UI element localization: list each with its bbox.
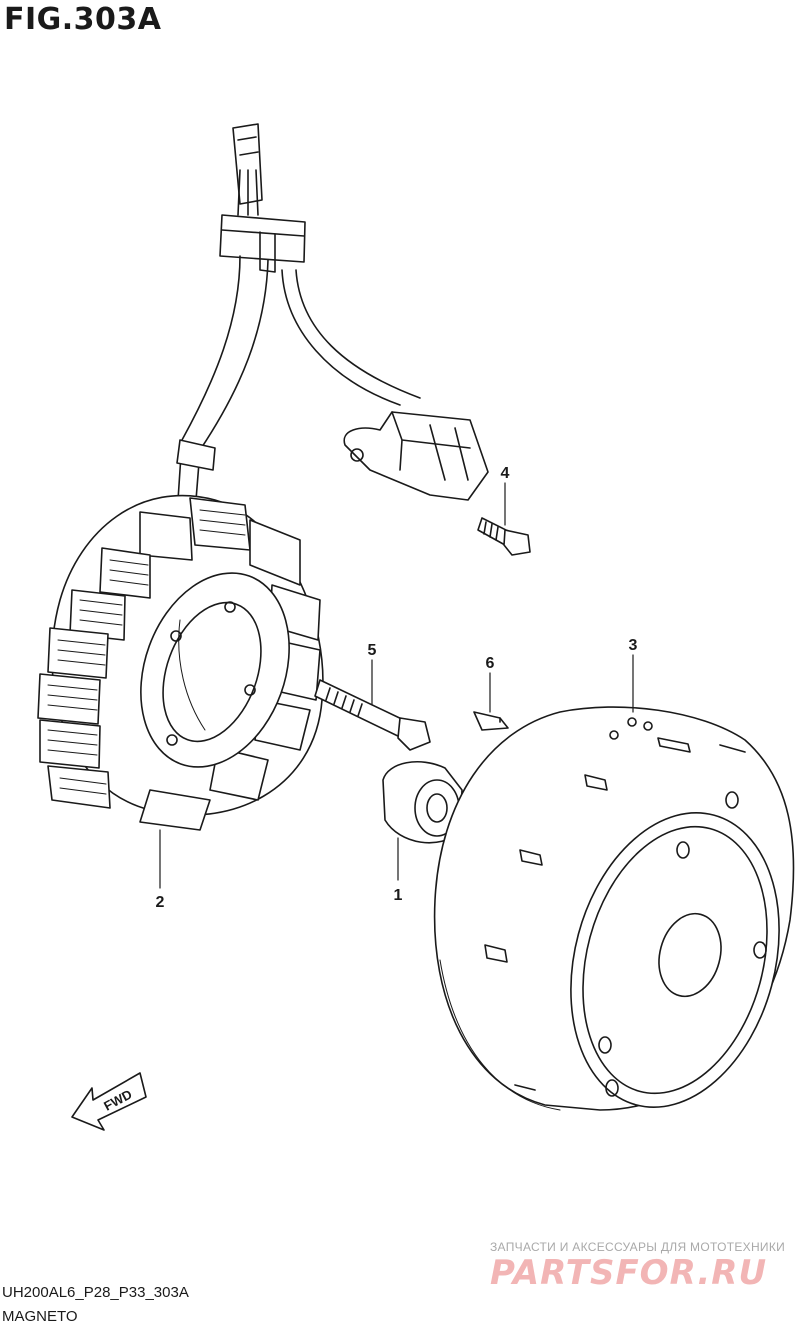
model-code: UH200AL6_P28_P33_303A <box>2 1284 189 1301</box>
key-6 <box>473 711 509 731</box>
callout-5: 5 <box>368 642 377 659</box>
callout-1: 1 <box>394 887 403 904</box>
nut-1 <box>382 760 463 844</box>
wire-harness <box>176 123 421 501</box>
fwd-arrow-icon: FWD <box>71 1072 147 1131</box>
watermark-tagline: ЗАПЧАСТИ И АКСЕССУАРЫ ДЛЯ МОТОТЕХНИКИ <box>490 1240 786 1254</box>
rotor <box>433 706 795 1111</box>
pickup-coil <box>343 411 489 501</box>
callout-2: 2 <box>156 894 165 911</box>
callout-3: 3 <box>629 637 638 654</box>
figure-title: FIG.303A <box>4 2 162 37</box>
leader-lines <box>159 482 634 889</box>
bolt-5 <box>314 679 431 751</box>
callout-6: 6 <box>486 655 495 672</box>
bolt-4 <box>477 517 531 556</box>
watermark-brand: PARTSFOR.RU <box>490 1253 768 1293</box>
stator <box>37 494 324 831</box>
callout-4: 4 <box>501 465 510 482</box>
section-name: MAGNETO <box>2 1308 78 1325</box>
